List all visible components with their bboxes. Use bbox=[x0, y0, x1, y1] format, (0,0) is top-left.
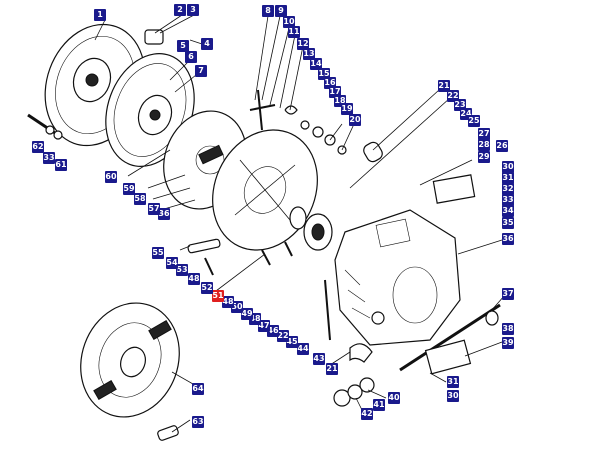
callout-31[interactable]: 31 bbox=[502, 172, 514, 184]
callout-11[interactable]: 11 bbox=[288, 26, 300, 38]
callout-21-lower[interactable]: 21 bbox=[326, 363, 338, 375]
callout-58[interactable]: 58 bbox=[134, 193, 146, 205]
callout-32[interactable]: 32 bbox=[502, 183, 514, 195]
leader-lines bbox=[94, 14, 506, 433]
bolt-48 bbox=[261, 249, 271, 266]
spring-part-2 bbox=[144, 29, 164, 45]
callout-14[interactable]: 14 bbox=[310, 58, 322, 70]
callout-19[interactable]: 19 bbox=[341, 103, 353, 115]
callout-45[interactable]: 45 bbox=[286, 336, 298, 348]
callout-57[interactable]: 57 bbox=[148, 203, 160, 215]
callout-9[interactable]: 9 bbox=[275, 5, 287, 17]
assembled-clutch-64 bbox=[80, 302, 180, 418]
callout-20[interactable]: 20 bbox=[349, 114, 361, 126]
callout-55[interactable]: 55 bbox=[152, 247, 164, 259]
release-levers bbox=[249, 89, 383, 163]
callout-30[interactable]: 30 bbox=[502, 161, 514, 173]
callout-61[interactable]: 61 bbox=[55, 159, 67, 171]
shaft-37 bbox=[399, 303, 501, 372]
pipe-43 bbox=[349, 343, 373, 363]
release-bearing bbox=[289, 206, 333, 251]
callout-6[interactable]: 6 bbox=[185, 51, 197, 63]
callout-26[interactable]: 26 bbox=[496, 140, 508, 152]
callout-59[interactable]: 59 bbox=[123, 183, 135, 195]
callout-53[interactable]: 53 bbox=[176, 264, 188, 276]
callout-7[interactable]: 7 bbox=[195, 65, 207, 77]
callout-28[interactable]: 28 bbox=[478, 139, 490, 151]
callout-64[interactable]: 64 bbox=[192, 383, 204, 395]
seal-38 bbox=[485, 310, 499, 326]
callout-29[interactable]: 29 bbox=[478, 151, 490, 163]
callout-12[interactable]: 12 bbox=[297, 38, 309, 50]
callout-34[interactable]: 34 bbox=[502, 205, 514, 217]
callout-8[interactable]: 8 bbox=[262, 5, 274, 17]
cover-39 bbox=[424, 339, 472, 375]
callout-2[interactable]: 2 bbox=[174, 4, 186, 16]
callout-46[interactable]: 46 bbox=[267, 325, 279, 337]
callout-21[interactable]: 21 bbox=[438, 80, 450, 92]
callout-22-lower[interactable]: 22 bbox=[277, 330, 289, 342]
callout-48-c[interactable]: 48 bbox=[188, 273, 200, 285]
callout-63[interactable]: 63 bbox=[192, 416, 204, 428]
bearings-40-42 bbox=[333, 377, 375, 407]
callout-50[interactable]: 50 bbox=[231, 301, 243, 313]
callout-36-left[interactable]: 36 bbox=[158, 208, 170, 220]
callout-35[interactable]: 35 bbox=[502, 217, 514, 229]
callout-10[interactable]: 10 bbox=[283, 16, 295, 28]
callout-36[interactable]: 36 bbox=[502, 233, 514, 245]
callout-31-lower[interactable]: 31 bbox=[447, 376, 459, 388]
callout-33[interactable]: 33 bbox=[502, 194, 514, 206]
callout-48-b[interactable]: 48 bbox=[222, 296, 234, 308]
callout-27[interactable]: 27 bbox=[478, 128, 490, 140]
gasket-33 bbox=[432, 174, 476, 204]
callout-60[interactable]: 60 bbox=[105, 171, 117, 183]
callout-25[interactable]: 25 bbox=[468, 115, 480, 127]
link-53 bbox=[187, 238, 221, 254]
callout-5[interactable]: 5 bbox=[177, 40, 189, 52]
callout-3[interactable]: 3 bbox=[187, 4, 199, 16]
callout-54[interactable]: 54 bbox=[166, 257, 178, 269]
bolt-47 bbox=[284, 241, 293, 257]
callout-42[interactable]: 42 bbox=[361, 408, 373, 420]
callout-38[interactable]: 38 bbox=[502, 323, 514, 335]
callout-44[interactable]: 44 bbox=[297, 343, 309, 355]
sleeve-63 bbox=[157, 425, 179, 441]
bolt-52 bbox=[204, 257, 214, 276]
bolt-62 bbox=[27, 113, 63, 140]
callout-33-left[interactable]: 33 bbox=[43, 152, 55, 164]
callout-13[interactable]: 13 bbox=[303, 48, 315, 60]
callout-30-lower[interactable]: 30 bbox=[447, 390, 459, 402]
callout-43[interactable]: 43 bbox=[313, 353, 325, 365]
callout-41[interactable]: 41 bbox=[373, 399, 385, 411]
callout-40[interactable]: 40 bbox=[388, 392, 400, 404]
callout-4[interactable]: 4 bbox=[201, 38, 213, 50]
clutch-housing bbox=[334, 209, 461, 346]
callout-49[interactable]: 49 bbox=[241, 308, 253, 320]
callout-39[interactable]: 39 bbox=[502, 337, 514, 349]
callout-51-highlighted[interactable]: 51 bbox=[212, 290, 224, 302]
callout-37[interactable]: 37 bbox=[502, 288, 514, 300]
callout-62[interactable]: 62 bbox=[32, 141, 44, 153]
callout-1[interactable]: 1 bbox=[94, 9, 106, 21]
callout-52[interactable]: 52 bbox=[201, 282, 213, 294]
callout-47[interactable]: 47 bbox=[258, 320, 270, 332]
bracket-44 bbox=[324, 279, 331, 341]
